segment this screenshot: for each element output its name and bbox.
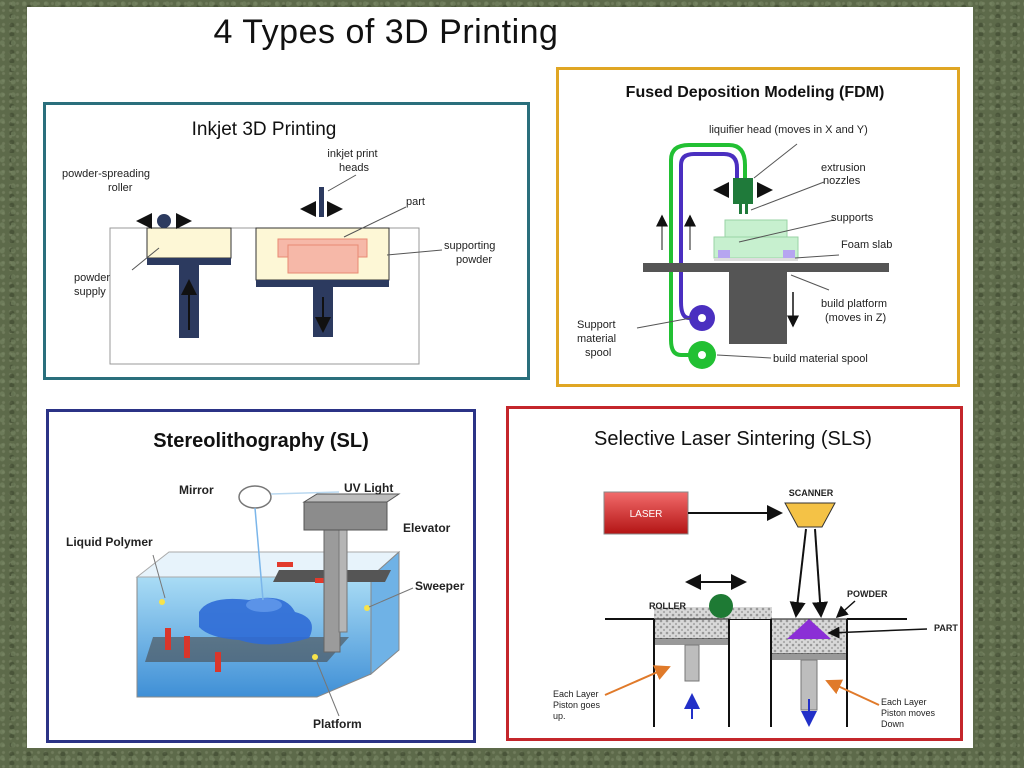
liquifier-leader [753, 143, 798, 179]
part-body [287, 244, 359, 274]
roller-label: ROLLER [649, 601, 686, 611]
platform-label: build platform (moves in Z) [821, 298, 890, 324]
build-plate [256, 280, 389, 287]
platform-dot [312, 654, 318, 660]
polymer-leader [152, 554, 166, 599]
sweeper-label: Sweeper [415, 579, 465, 593]
left-piston-plate [654, 639, 729, 645]
foam-slab [714, 258, 798, 261]
sweeper-dot [364, 605, 370, 611]
sls-part [787, 619, 831, 639]
powder-leader [386, 249, 443, 256]
platform-plate [145, 637, 349, 662]
inkjet-panel: Inkjet 3D Printing [43, 102, 530, 380]
left-piston-label: Each Layer Piston goes up. [553, 689, 603, 721]
laser-label: LASER [630, 509, 663, 520]
left-powder [653, 618, 730, 640]
platform-column [729, 272, 787, 344]
sweeper-marker [277, 562, 293, 567]
powder-leader [835, 600, 856, 618]
liquifier-head [733, 178, 753, 204]
scanner [784, 502, 836, 528]
polymer-dot [159, 599, 165, 605]
support-spool-label: Support material spool [577, 319, 619, 359]
sls-panel: Selective Laser Sintering (SLS) LASER SC… [506, 406, 963, 741]
part-leader [827, 626, 928, 639]
support-right [783, 250, 795, 258]
fdm-panel: Fused Deposition Modeling (FDM) [556, 67, 960, 387]
inkjet-title: Inkjet 3D Printing [192, 119, 337, 140]
heads-leader [327, 174, 357, 192]
nozzle-leader [750, 181, 825, 211]
right-piston-leader [825, 679, 880, 706]
supply-label: powder supply [74, 272, 113, 298]
scan-beam-1 [789, 528, 807, 618]
supply-leader [131, 247, 160, 271]
powder-supply-plate [147, 258, 231, 265]
laser-beam [254, 507, 264, 601]
part-leader [343, 206, 407, 238]
build-spool-leader [716, 354, 772, 359]
inkjet-diagram: Inkjet 3D Printing [62, 119, 498, 365]
supports-leader [738, 219, 835, 243]
mirror-label: Mirror [179, 483, 214, 497]
roller [157, 214, 171, 228]
polymer-label: Liquid Polymer [66, 535, 153, 549]
foam-label: Foam slab [841, 239, 892, 251]
sl-title: Stereolithography (SL) [153, 430, 369, 452]
build-platform [643, 263, 889, 272]
roller-label: powder-spreading roller [62, 168, 153, 194]
powder-label: POWDER [847, 589, 888, 599]
left-piston-leader [604, 665, 671, 696]
supporting-label: supporting powder [444, 240, 498, 266]
left-piston-rod [684, 644, 700, 682]
sls-title: Selective Laser Sintering (SLS) [594, 428, 872, 450]
uv-label: UV Light [344, 481, 393, 495]
supports-label: supports [831, 212, 874, 224]
red-marker [165, 628, 171, 650]
slide-title: 4 Types of 3D Printing [213, 13, 559, 51]
scan-beam-2 [812, 528, 829, 618]
elevator-label: Elevator [403, 521, 451, 535]
inkjet-head [319, 187, 324, 217]
scanner-label: SCANNER [789, 488, 834, 498]
sl-panel: Stereolithography (SL) [46, 409, 476, 743]
right-piston-label: Each Layer Piston moves Down [881, 697, 938, 729]
fdm-diagram: Fused Deposition Modeling (FDM) [577, 84, 892, 369]
build-filament [669, 143, 747, 357]
platform-leader [316, 661, 340, 717]
roller [709, 594, 733, 618]
sls-diagram: Selective Laser Sintering (SLS) LASER SC… [553, 428, 958, 729]
uv-beam [270, 491, 340, 495]
laser-box [603, 491, 689, 535]
sl-part [199, 597, 312, 645]
sl-diagram: Stereolithography (SL) [66, 430, 465, 731]
elevator-rod-2 [338, 521, 348, 633]
platform-leader [790, 274, 830, 291]
tank-side [370, 550, 400, 676]
support-spool-leader [636, 317, 692, 329]
build-spool-label: build material spool [773, 353, 868, 365]
sl-part-top [246, 598, 282, 612]
slide: 4 Types of 3D Printing Inkjet 3D Printin… [27, 7, 973, 748]
foam-leader [794, 254, 840, 259]
nozzles-label: extrusion nozzles [821, 162, 869, 187]
sweeper-leader [368, 587, 414, 608]
part-label: part [406, 196, 425, 208]
liquifier-label: liquifier head (moves in X and Y) [709, 124, 868, 136]
elevator-head [303, 501, 388, 531]
platform-label: Platform [313, 717, 362, 731]
mirror [238, 485, 272, 509]
support-filament [679, 152, 739, 320]
powder-supply-bed [146, 227, 232, 259]
fdm-title: Fused Deposition Modeling (FDM) [626, 84, 885, 101]
support-left [718, 250, 730, 258]
heads-label: inkjet print heads [327, 148, 380, 174]
right-piston-plate [771, 654, 847, 660]
part-label: PART [934, 623, 958, 633]
